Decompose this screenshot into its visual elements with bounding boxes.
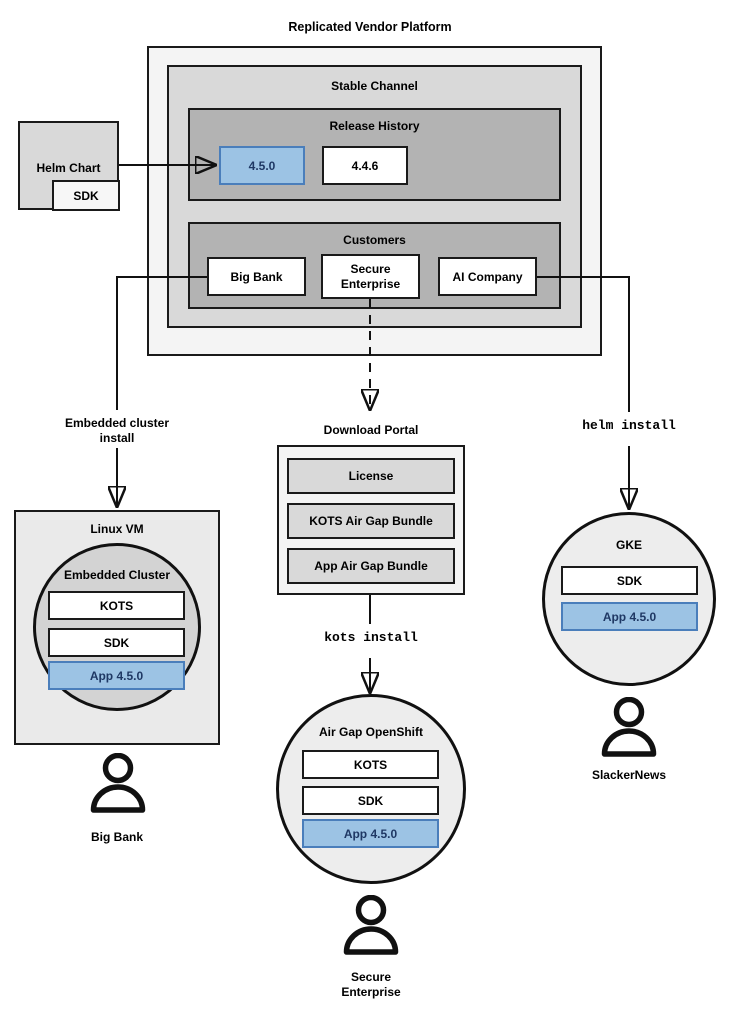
stack-item-label: SDK [103,635,130,650]
customer-caption-slackernews: SlackerNews [591,768,667,782]
portal-item-kots-air-gap-bundle[interactable]: KOTS Air Gap Bundle [287,503,455,539]
stack-item-label: App 4.5.0 [343,826,398,841]
vm-stack-app[interactable]: App 4.5.0 [48,661,185,690]
gke-stack-sdk[interactable]: SDK [561,566,698,595]
person-icon [87,752,149,820]
customers-title: Customers [343,233,406,247]
customer-caption-secure-enterprise: Secure Enterprise [341,970,401,999]
release-version-label: 4.4.6 [351,158,379,173]
air-gap-openshift-label: Air Gap OpenShift [318,725,423,739]
release-history-title: Release History [329,119,420,133]
portal-item-label: License [348,469,394,483]
customer-label: AI Company [452,269,523,284]
person-icon [598,696,660,764]
edge-label-kots-install: kots install [324,630,418,645]
stable-channel-title: Stable Channel [331,79,418,93]
embedded-cluster-label: Embedded Cluster [63,568,171,582]
download-portal-title: Download Portal [323,423,419,437]
connector-aicompany-to-gke [537,276,630,412]
customer-big-bank[interactable]: Big Bank [207,257,306,296]
person-icon [340,894,402,962]
stack-item-label: SDK [357,793,384,808]
stack-item-label: SDK [616,573,643,588]
customer-secure-enterprise[interactable]: Secure Enterprise [321,254,420,299]
sdk-label: SDK [73,188,99,203]
gke-stack-app[interactable]: App 4.5.0 [561,602,698,631]
edge-label-helm-install: helm install [582,418,676,433]
stack-item-label: App 4.5.0 [602,609,657,624]
release-4-5-0[interactable]: 4.5.0 [219,146,305,185]
release-4-4-6[interactable]: 4.4.6 [322,146,408,185]
portal-item-app-air-gap-bundle[interactable]: App Air Gap Bundle [287,548,455,584]
stack-item-label: KOTS [353,757,388,772]
vm-stack-sdk[interactable]: SDK [48,628,185,657]
openshift-stack-app[interactable]: App 4.5.0 [302,819,439,848]
openshift-stack-sdk[interactable]: SDK [302,786,439,815]
release-version-label: 4.5.0 [248,158,276,173]
linux-vm-label: Linux VM [90,522,144,536]
connector-bigbank-to-linuxvm [116,276,207,410]
portal-item-license[interactable]: License [287,458,455,494]
stack-item-label: App 4.5.0 [89,668,144,683]
openshift-stack-kots[interactable]: KOTS [302,750,439,779]
portal-item-label: App Air Gap Bundle [314,559,428,573]
customer-ai-company[interactable]: AI Company [438,257,537,296]
portal-item-label: KOTS Air Gap Bundle [309,514,433,528]
page-title: Replicated Vendor Platform [288,20,452,34]
customer-caption-big-bank: Big Bank [90,830,143,844]
stack-item-label: KOTS [99,598,134,613]
helm-chart-sdk-box[interactable]: SDK [52,180,120,211]
gke-label: GKE [615,538,642,552]
gke-circle [542,512,716,686]
helm-chart-label: Helm Chart [36,161,101,175]
customer-label: Secure Enterprise [340,261,401,291]
vm-stack-kots[interactable]: KOTS [48,591,185,620]
customer-label: Big Bank [230,269,283,284]
